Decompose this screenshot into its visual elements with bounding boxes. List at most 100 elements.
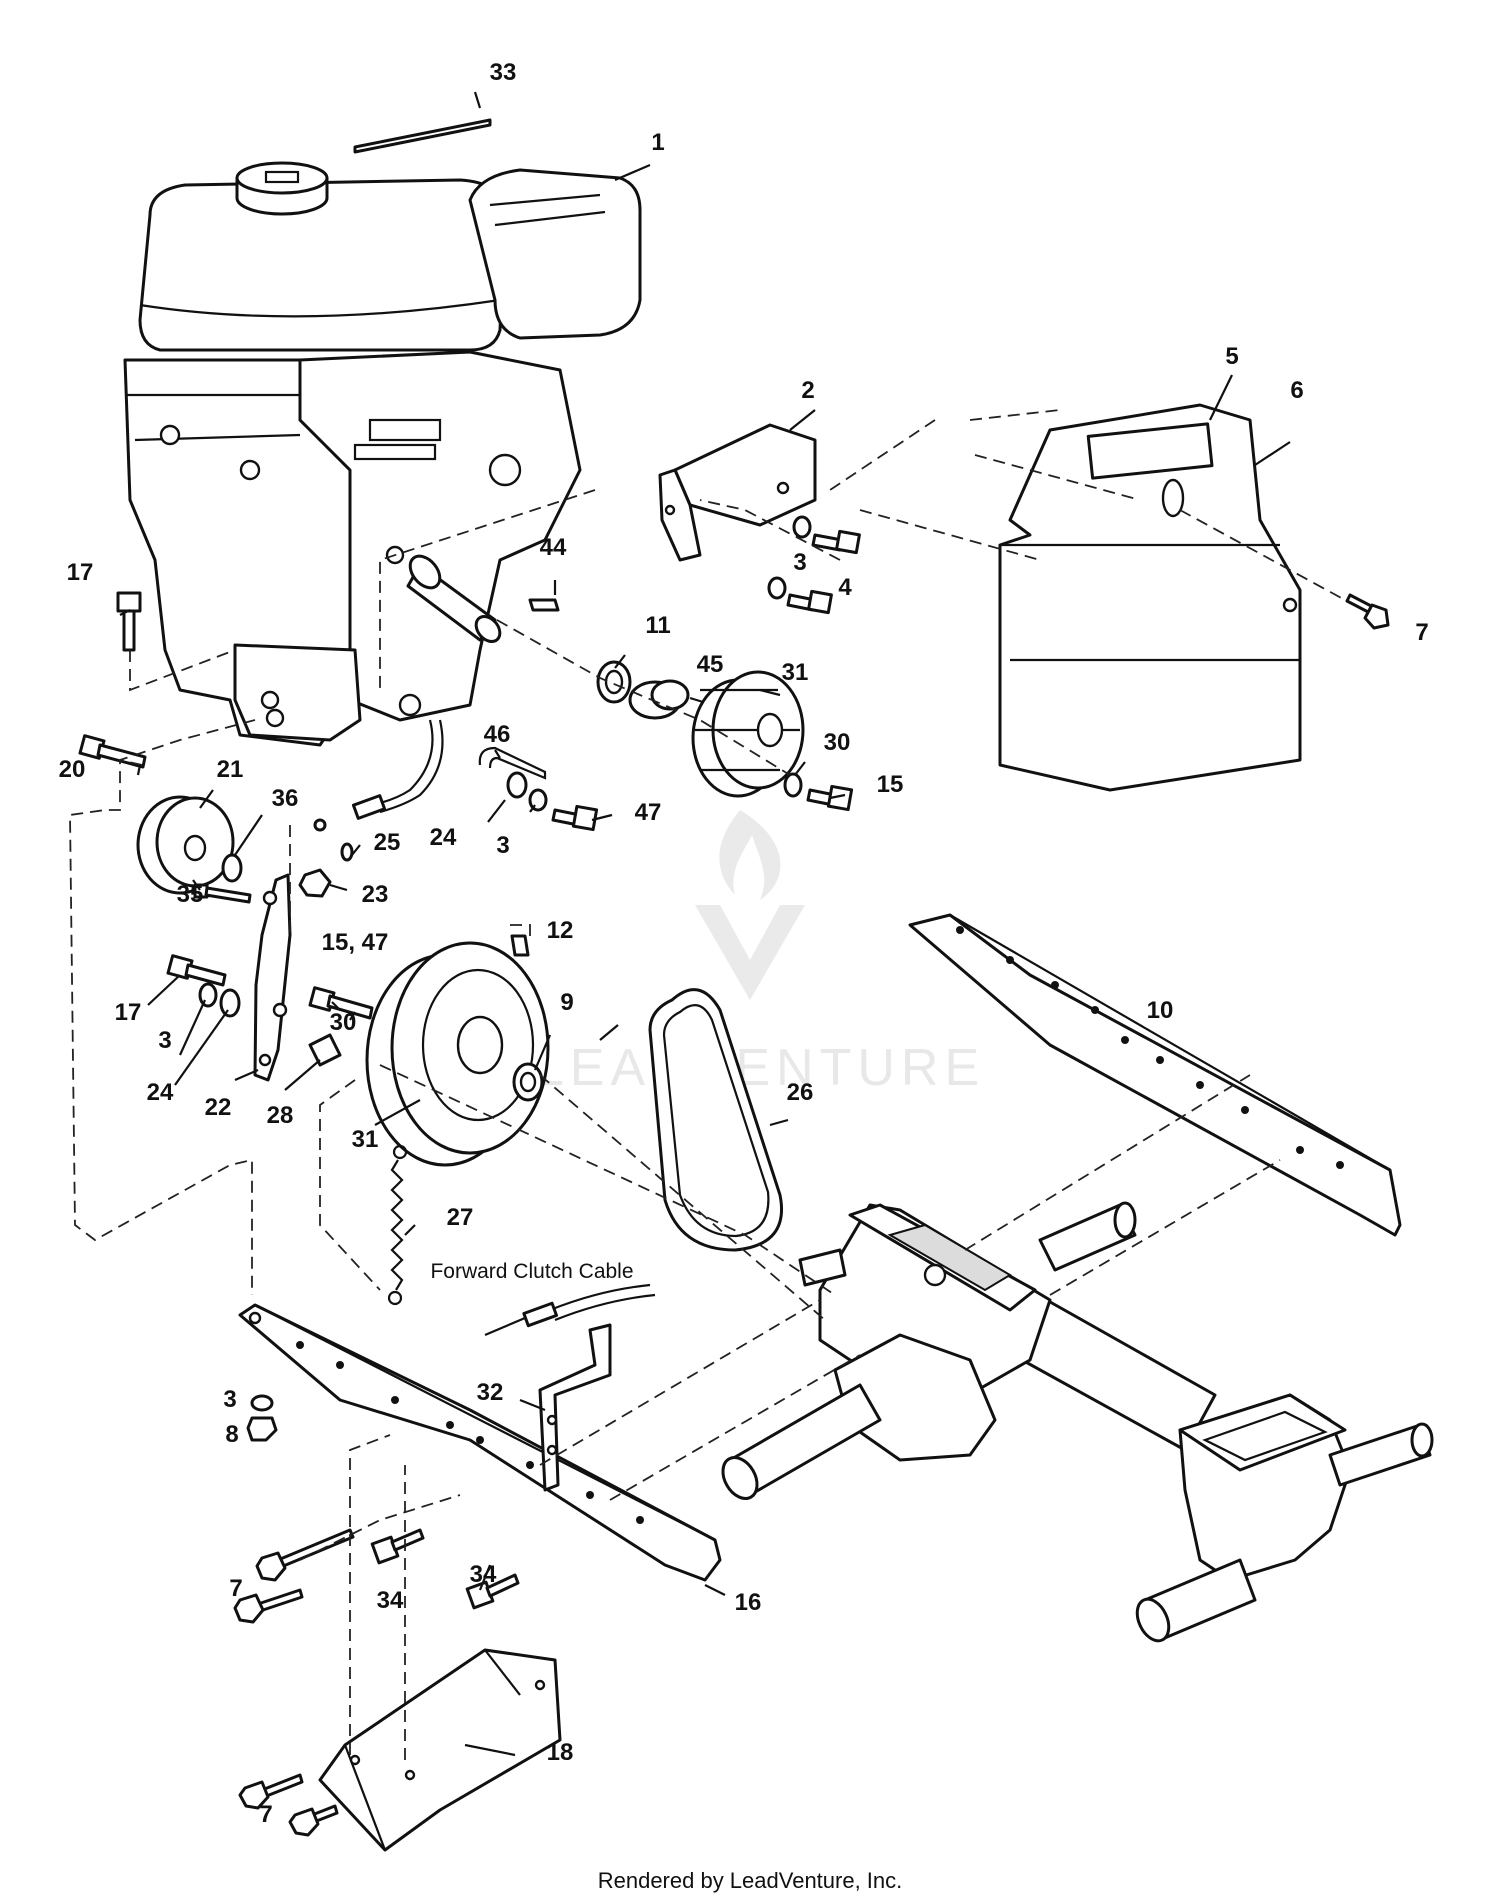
screw-part-7-frame-upper[interactable] bbox=[255, 1528, 355, 1582]
callout-17-upper[interactable]: 17 bbox=[67, 559, 94, 586]
decal-part-33[interactable] bbox=[353, 118, 492, 154]
spacer-part-45[interactable] bbox=[628, 679, 690, 720]
callout-15-47[interactable]: 15, 47 bbox=[322, 929, 389, 956]
bolt-part-17-upper[interactable] bbox=[116, 591, 142, 652]
callout-24-lower[interactable]: 24 bbox=[147, 1079, 174, 1106]
bolt-part-4-lower[interactable] bbox=[786, 589, 833, 615]
clutch-cable-upper[interactable] bbox=[351, 719, 444, 820]
footer-credit: Rendered by LeadVenture, Inc. bbox=[597, 1868, 903, 1893]
callout-36[interactable]: 36 bbox=[272, 785, 299, 812]
screw-part-7-shield-upper[interactable] bbox=[238, 1773, 304, 1810]
washer-part-3-guard[interactable] bbox=[792, 515, 812, 539]
washer-part-24-mid[interactable] bbox=[506, 771, 528, 799]
spring-part-27[interactable] bbox=[387, 1144, 408, 1306]
engine-pulley-part-31-upper[interactable] bbox=[691, 670, 805, 798]
bolt-part-35[interactable] bbox=[193, 883, 252, 904]
idler-pulley-part-21[interactable] bbox=[136, 795, 235, 895]
callout-6[interactable]: 6 bbox=[1290, 377, 1303, 404]
pin-part-12[interactable] bbox=[510, 934, 530, 957]
callout-44[interactable]: 44 bbox=[540, 534, 567, 561]
callout-11[interactable]: 11 bbox=[645, 612, 670, 639]
callout-7-shield[interactable]: 7 bbox=[259, 1801, 272, 1828]
callout-3-guard[interactable]: 3 bbox=[793, 549, 806, 576]
callout-45[interactable]: 45 bbox=[697, 651, 724, 678]
idler-arm-part-22[interactable] bbox=[253, 873, 292, 1082]
key-part-44[interactable] bbox=[528, 598, 560, 612]
frame-bracket-part-16[interactable] bbox=[238, 1303, 722, 1582]
washer-part-30-upper[interactable] bbox=[783, 772, 803, 798]
bolt-part-20[interactable] bbox=[78, 734, 147, 769]
callout-30-lower[interactable]: 30 bbox=[330, 1009, 357, 1036]
washer-part-36[interactable] bbox=[221, 853, 243, 883]
belt-guard-part-2[interactable] bbox=[658, 423, 817, 562]
callout-3-mid[interactable]: 3 bbox=[496, 832, 509, 859]
frame-bracket-part-10[interactable] bbox=[908, 913, 1402, 1237]
v-belt-part-26[interactable] bbox=[648, 988, 783, 1252]
belt-cover-part-6[interactable] bbox=[998, 403, 1302, 792]
callout-3-frame[interactable]: 3 bbox=[223, 1386, 236, 1413]
callout-31-upper[interactable]: 31 bbox=[782, 659, 809, 686]
callout-20[interactable]: 20 bbox=[59, 756, 86, 783]
callout-2[interactable]: 2 bbox=[801, 377, 814, 404]
callout-28[interactable]: 28 bbox=[267, 1102, 294, 1129]
callout-5[interactable]: 5 bbox=[1225, 343, 1238, 370]
callout-23[interactable]: 23 bbox=[362, 881, 389, 908]
callout-9[interactable]: 9 bbox=[560, 989, 573, 1016]
callout-16[interactable]: 16 bbox=[735, 1589, 762, 1616]
callout-33[interactable]: 33 bbox=[490, 59, 517, 86]
callout-34-left[interactable]: 34 bbox=[377, 1587, 404, 1614]
transmission-assembly[interactable] bbox=[716, 1201, 1434, 1646]
screw-part-7-shield-lower[interactable] bbox=[288, 1804, 339, 1837]
engine-part-1[interactable] bbox=[123, 161, 642, 747]
callout-4[interactable]: 4 bbox=[838, 574, 852, 601]
callout-35[interactable]: 35 bbox=[177, 881, 204, 908]
callout-12[interactable]: 12 bbox=[547, 917, 574, 944]
bushing-part-28[interactable] bbox=[308, 1033, 342, 1067]
callout-26[interactable]: 26 bbox=[787, 1079, 814, 1106]
callout-17-lower[interactable]: 17 bbox=[115, 999, 142, 1026]
callout-32[interactable]: 32 bbox=[477, 1379, 504, 1406]
hardware[interactable] bbox=[78, 515, 1390, 1837]
bolt-part-15-47[interactable] bbox=[308, 986, 374, 1020]
callout-31-lower[interactable]: 31 bbox=[352, 1126, 379, 1153]
nut-part-8[interactable] bbox=[246, 1416, 278, 1442]
callout-24-mid[interactable]: 24 bbox=[430, 824, 457, 851]
callout-34-right[interactable]: 34 bbox=[470, 1561, 497, 1588]
clutch-pulley-part-31-lower[interactable] bbox=[365, 941, 550, 1167]
screw-part-25[interactable] bbox=[340, 842, 354, 862]
callout-47[interactable]: 47 bbox=[635, 799, 662, 826]
callout-25[interactable]: 25 bbox=[374, 829, 401, 856]
bolt-part-34-right[interactable] bbox=[465, 1573, 520, 1610]
bolt-part-47[interactable] bbox=[551, 804, 599, 832]
forward-clutch-cable[interactable] bbox=[484, 1283, 656, 1337]
callout-3-lower[interactable]: 3 bbox=[158, 1027, 171, 1054]
callout-7-frame[interactable]: 7 bbox=[229, 1575, 242, 1602]
washer-part-3-frame[interactable] bbox=[250, 1394, 274, 1412]
callout-10[interactable]: 10 bbox=[1147, 997, 1174, 1024]
washer-part-9[interactable] bbox=[512, 1062, 544, 1102]
callout-46[interactable]: 46 bbox=[484, 721, 511, 748]
screw-part-7-cover[interactable] bbox=[1345, 593, 1390, 630]
callout-21[interactable]: 21 bbox=[217, 756, 244, 783]
callout-1[interactable]: 1 bbox=[651, 129, 664, 156]
cable-bracket-part-32[interactable] bbox=[538, 1323, 612, 1492]
nut-part-23[interactable] bbox=[298, 868, 332, 898]
callout-8[interactable]: 8 bbox=[225, 1421, 238, 1448]
bolt-part-15-upper[interactable] bbox=[806, 784, 854, 812]
washer-part-24-lower[interactable] bbox=[219, 988, 241, 1018]
bolt-part-34-left[interactable] bbox=[370, 1528, 425, 1565]
screw-part-7-frame-lower[interactable] bbox=[233, 1588, 304, 1624]
callout-15-upper[interactable]: 15 bbox=[877, 771, 904, 798]
washer-part-11[interactable] bbox=[596, 660, 632, 704]
washer-part-3-lower[interactable] bbox=[198, 982, 218, 1008]
hook-part-46[interactable] bbox=[478, 746, 547, 780]
callout-27[interactable]: 27 bbox=[447, 1204, 474, 1231]
callout-18[interactable]: 18 bbox=[547, 1739, 574, 1766]
callout-22[interactable]: 22 bbox=[205, 1094, 232, 1121]
callout-30-upper[interactable]: 30 bbox=[824, 729, 851, 756]
callout-7-cover[interactable]: 7 bbox=[1415, 619, 1428, 646]
bolt-part-4-upper[interactable] bbox=[811, 529, 861, 555]
shield-part-18[interactable] bbox=[318, 1648, 562, 1852]
bolt-part-17-lower[interactable] bbox=[166, 954, 227, 987]
